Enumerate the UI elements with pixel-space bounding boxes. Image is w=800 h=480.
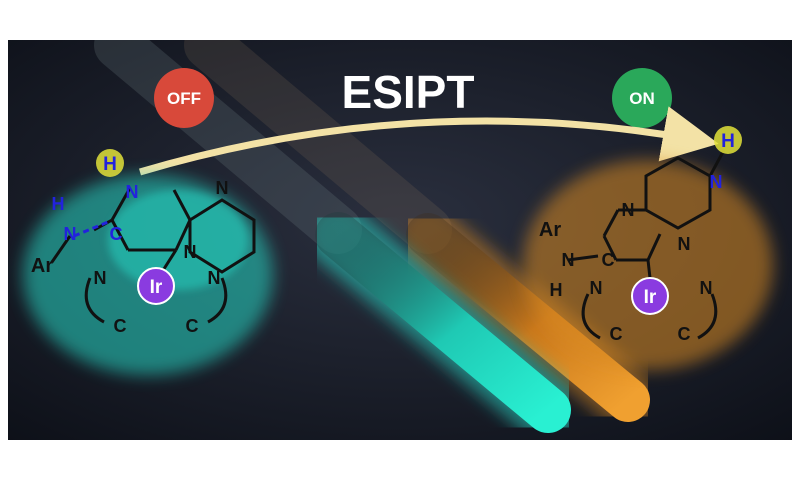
esipt-title: ESIPT: [342, 66, 475, 118]
left-n-amine: N: [64, 224, 77, 244]
left-n-ligand-left: N: [94, 268, 107, 288]
right-n-top: N: [710, 172, 723, 192]
left-n-top: N: [126, 182, 139, 202]
on-badge: ON: [612, 68, 672, 128]
off-badge-label: OFF: [167, 89, 201, 108]
right-h-amine: H: [550, 280, 563, 300]
test-tubes: [94, 40, 658, 440]
right-molecule: H N N N Ar N C H Ir N N C C: [523, 126, 773, 370]
left-carbon: C: [110, 224, 123, 244]
right-proton-highlight: [714, 126, 742, 154]
left-iridium-atom: [137, 267, 175, 305]
left-h-amine: H: [52, 194, 65, 214]
right-n-ring-left: N: [622, 200, 635, 220]
right-carbon: C: [602, 250, 615, 270]
left-ar: Ar: [31, 255, 53, 277]
off-badge: OFF: [154, 68, 214, 128]
on-badge-label: ON: [629, 89, 655, 108]
left-n-ring-top: N: [216, 178, 229, 198]
left-c-ligand-right: C: [186, 316, 199, 336]
right-n-ring-bottom: N: [678, 234, 691, 254]
right-n-ligand-left: N: [590, 278, 603, 298]
right-c-ligand-left: C: [610, 324, 623, 344]
right-ar: Ar: [539, 219, 561, 241]
left-proton-highlight: [96, 149, 124, 177]
right-iridium-atom: [631, 277, 669, 315]
right-metal: Ir: [644, 287, 657, 308]
esipt-figure: ESIPT OFF ON H N: [8, 40, 792, 440]
left-n-ring-bottom: N: [184, 242, 197, 262]
proton-transfer-arrow: [139, 106, 719, 176]
left-molecule: H N N N H N C Ar Ir N N C C: [23, 149, 273, 375]
right-n-amine: N: [562, 250, 575, 270]
right-h-proton: H: [721, 131, 735, 152]
left-n-ligand-right: N: [208, 268, 221, 288]
left-c-ligand-left: C: [114, 316, 127, 336]
right-c-ligand-right: C: [678, 324, 691, 344]
left-metal: Ir: [150, 277, 163, 298]
right-n-ligand-right: N: [700, 278, 713, 298]
left-h-proton: H: [103, 154, 117, 175]
